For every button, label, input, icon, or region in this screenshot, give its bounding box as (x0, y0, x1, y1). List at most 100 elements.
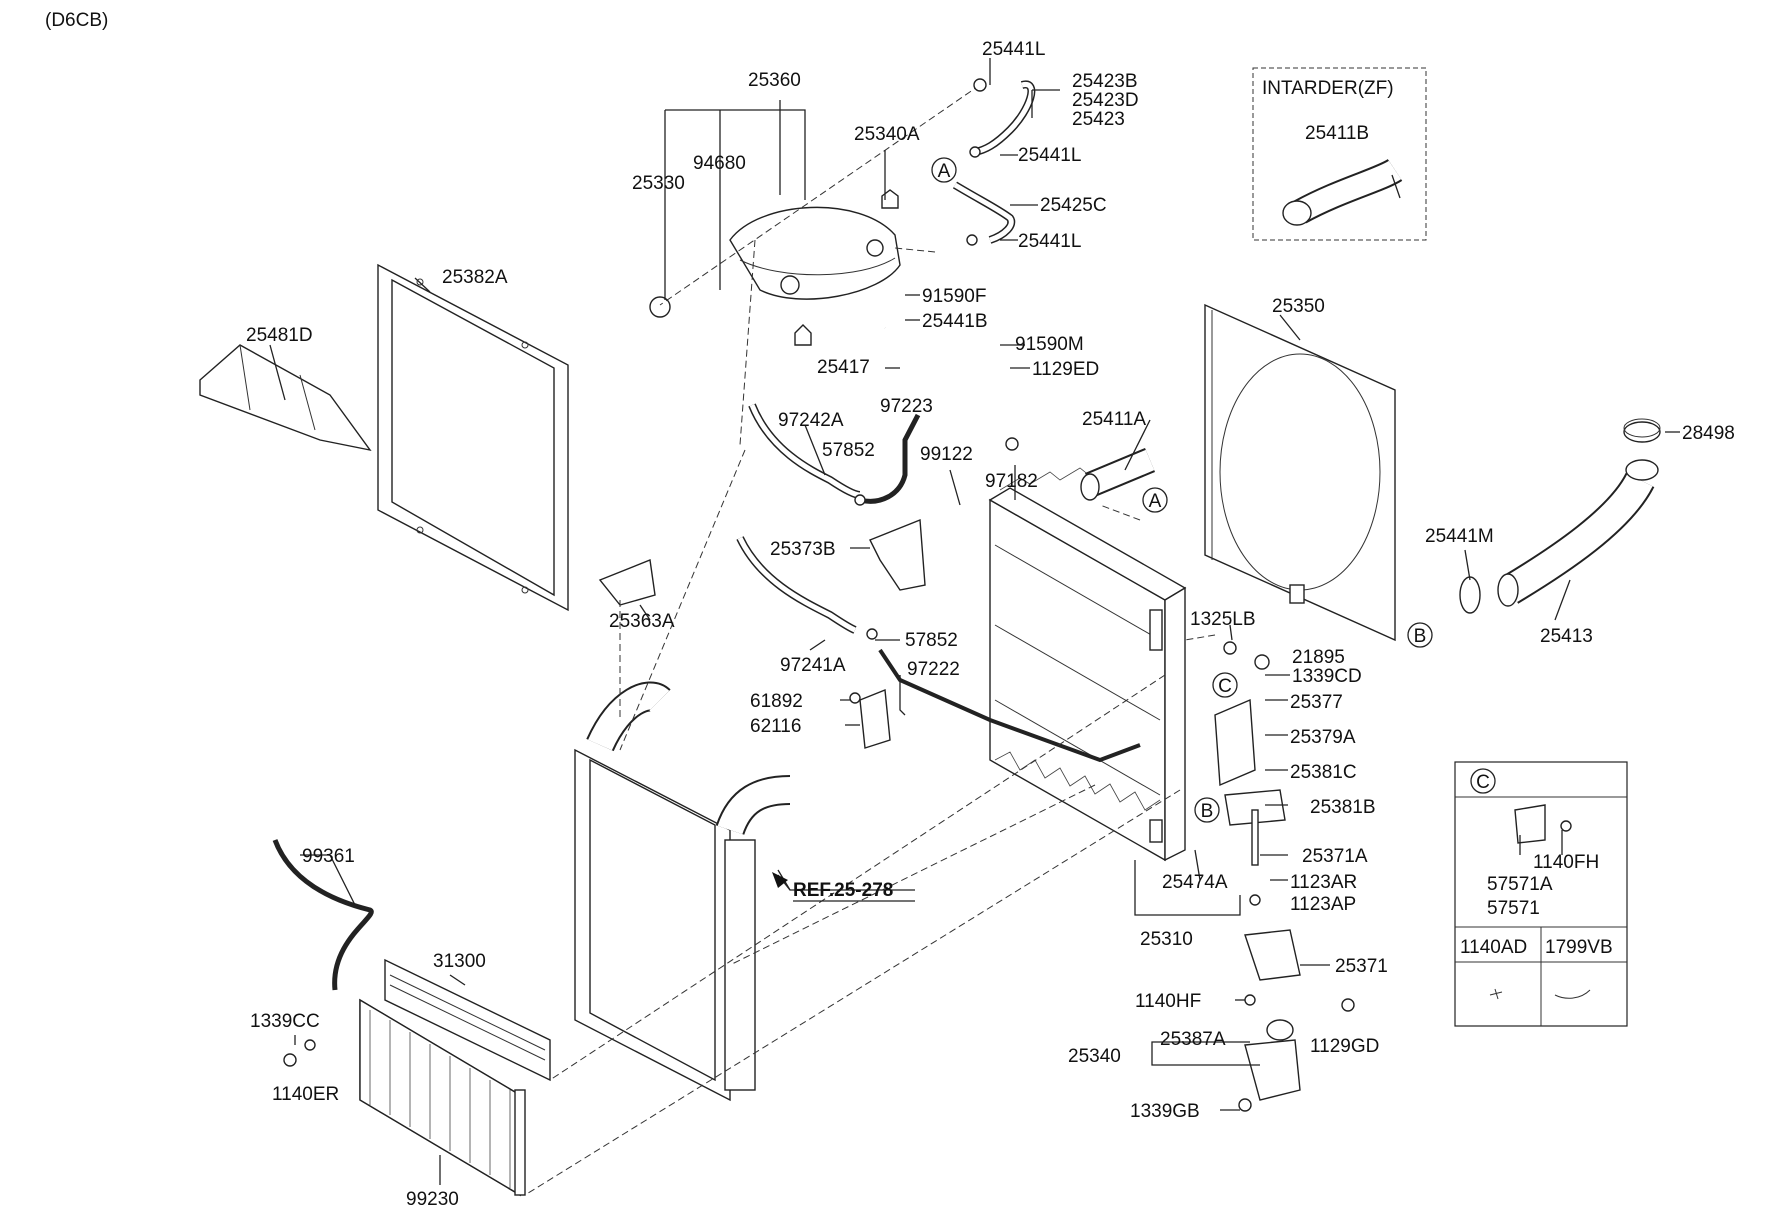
intarder-box (1252, 67, 1427, 241)
legend-circle-c: C (1470, 768, 1496, 794)
label-91590M: 91590M (1015, 334, 1084, 355)
label-1129ED: 1129ED (1032, 359, 1099, 380)
expansion-tank-25360 (649, 189, 901, 346)
label-1339CC: 1339CC (250, 1011, 320, 1032)
label-1123AP: 1123AP (1290, 894, 1356, 915)
bracket-25373B (869, 518, 926, 591)
mounts (1214, 698, 1301, 1112)
hose-25417 (882, 326, 1015, 413)
cooler-31300 (384, 958, 551, 1082)
label-25423B: 25423B (1072, 71, 1138, 92)
legend-box (1454, 761, 1628, 1027)
pipe-97222 (878, 648, 1141, 763)
label-25350: 25350 (1272, 296, 1325, 317)
callout-a1: A (931, 157, 957, 183)
label-25363A: 25363A (609, 611, 675, 632)
svg-text:B: B (1201, 801, 1214, 822)
label-25425C: 25425C (1040, 195, 1107, 216)
label-91590F: 91590F (922, 286, 986, 307)
label-25441L-low: 25441L (1018, 231, 1081, 252)
frame-25382A (377, 263, 569, 612)
engine-code: (D6CB) (45, 10, 108, 31)
label-25371A: 25371A (1302, 846, 1368, 867)
intercooler (574, 681, 791, 1102)
label-25411B: 25411B (1305, 123, 1369, 144)
clamp-28498 (1623, 418, 1661, 443)
label-25441M: 25441M (1425, 526, 1494, 547)
label-25371: 25371 (1335, 956, 1388, 977)
label-1140ER: 1140ER (272, 1084, 339, 1105)
label-25330: 25330 (632, 173, 685, 194)
label-25417: 25417 (817, 357, 870, 378)
label-25360: 25360 (748, 70, 801, 91)
label-97242A: 97242A (778, 410, 844, 431)
label-97223: 97223 (880, 396, 933, 417)
callout-c1: C (1212, 672, 1238, 698)
label-62116: 62116 (750, 716, 801, 737)
svg-text:C: C (1476, 772, 1490, 793)
svg-text:A: A (1149, 491, 1162, 512)
hose-25413 (1497, 459, 1659, 607)
label-1339CD: 1339CD (1292, 666, 1362, 687)
label-25310: 25310 (1140, 929, 1193, 950)
label-25441B: 25441B (922, 311, 988, 332)
deflector-25481D (199, 344, 372, 452)
label-25441L-mid: 25441L (1018, 145, 1081, 166)
hose-97241A (736, 536, 857, 634)
legend-1140FH: 1140FH (1533, 852, 1599, 873)
label-25481D: 25481D (246, 325, 313, 346)
label-25387A: 25387A (1160, 1029, 1226, 1050)
label-25379A: 25379A (1290, 727, 1356, 748)
ref-arrow (772, 872, 788, 888)
label-99361: 99361 (302, 846, 355, 867)
fasteners (283, 78, 1572, 1067)
label-25441L-top: 25441L (982, 39, 1045, 60)
hose-99361 (272, 839, 374, 991)
bracket-25363A (598, 559, 656, 606)
radiator-25310 (988, 461, 1187, 862)
label-25413: 25413 (1540, 626, 1593, 647)
label-25474A: 25474A (1162, 872, 1228, 893)
label-25381B: 25381B (1310, 797, 1376, 818)
label-1123AR: 1123AR (1290, 872, 1357, 893)
label-25373B: 25373B (770, 539, 836, 560)
label-25377: 25377 (1290, 692, 1343, 713)
callout-b2: B (1194, 797, 1220, 823)
label-25423: 25423 (1072, 109, 1125, 130)
intarder-title: INTARDER(ZF) (1262, 78, 1394, 99)
label-25411A: 25411A (1082, 409, 1146, 430)
legend-1140AD: 1140AD (1460, 937, 1527, 958)
label-25340A: 25340A (854, 124, 920, 145)
ref-label: REF.25-278 (793, 880, 893, 901)
label-25382A: 25382A (442, 267, 508, 288)
label-99230: 99230 (406, 1189, 459, 1210)
label-61892: 61892 (750, 691, 803, 712)
label-25340: 25340 (1068, 1046, 1121, 1067)
label-97241A: 97241A (780, 655, 846, 676)
hose-25411A (1080, 448, 1155, 501)
label-1129GD: 1129GD (1310, 1036, 1379, 1057)
callout-b1: B (1407, 622, 1433, 648)
hose-97242A (748, 403, 861, 499)
legend-57571: 57571 (1487, 898, 1540, 919)
fan-shroud-25350 (1204, 303, 1396, 642)
label-1325LB: 1325LB (1190, 609, 1256, 630)
label-94680: 94680 (693, 153, 746, 174)
hose-97223 (859, 413, 921, 504)
callout-a2: A (1142, 487, 1168, 513)
label-1339GB: 1339GB (1130, 1101, 1200, 1122)
label-31300: 31300 (433, 951, 486, 972)
label-25423D: 25423D (1072, 90, 1139, 111)
svg-text:B: B (1414, 626, 1427, 647)
legend-1799VB: 1799VB (1545, 937, 1613, 958)
dashed-leaders (524, 84, 1216, 1196)
svg-text:A: A (938, 161, 951, 182)
legend-57571A: 57571A (1487, 874, 1553, 895)
label-97222: 97222 (907, 659, 960, 680)
plate-62116 (859, 689, 891, 749)
label-25381C: 25381C (1290, 762, 1357, 783)
label-28498: 28498 (1682, 423, 1735, 444)
label-1140HF: 1140HF (1135, 991, 1201, 1012)
